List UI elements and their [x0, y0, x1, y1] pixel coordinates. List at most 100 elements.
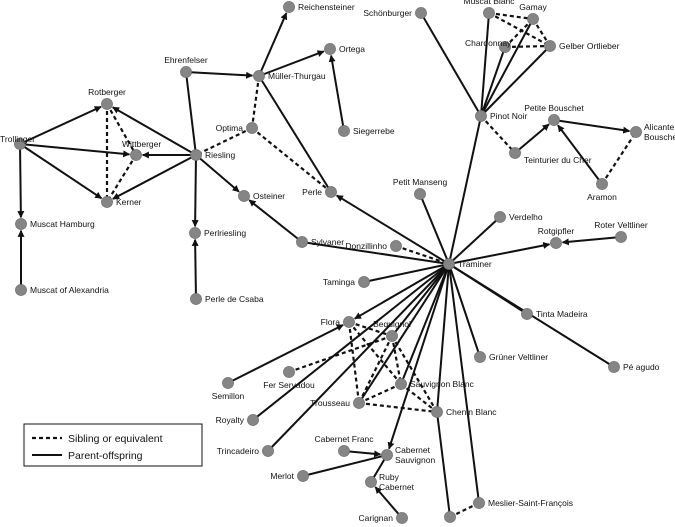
edge-bequignol-sauvignon-blanc	[390, 335, 403, 385]
edge-muscat-blanc-gelber-ortlieber	[488, 12, 551, 47]
edge-bequignol-trousseau	[358, 335, 393, 404]
node-marker	[296, 236, 308, 248]
edge-donzillinho-traminer	[395, 244, 450, 266]
node-label: Trousseau	[310, 398, 350, 408]
edge-colombard-chenin-blanc	[436, 411, 451, 518]
edge-traminer-trincadeiro	[267, 263, 450, 452]
node-carignan: Carignan	[359, 512, 408, 524]
edge-siegerrebe-ortega	[328, 54, 345, 132]
edge-schonburger-pinot-noir	[420, 12, 482, 117]
node-label: Sylvaner	[311, 237, 344, 247]
node-marker	[283, 1, 295, 13]
edge-riesling-ehrenfelser	[185, 71, 197, 156]
edge-riesling-osteiner	[195, 154, 240, 193]
node-marker	[431, 406, 443, 418]
edge-pinot-noir-gamay	[480, 18, 534, 117]
legend-box	[23, 423, 203, 467]
node-perle: Perle	[302, 186, 337, 198]
edge-optima-perle	[251, 127, 332, 193]
node-aramon: Aramon	[587, 178, 617, 202]
node-marker	[527, 13, 539, 25]
node-trincadeiro: Trincadeiro	[217, 445, 274, 457]
node-bequignol: Bequignol	[373, 319, 411, 342]
node-label: Pinot Noir	[490, 111, 527, 121]
edge-muller-thurgau-perle	[258, 75, 332, 193]
node-marker	[283, 366, 295, 378]
node-reichensteiner: Reichensteiner	[283, 1, 355, 13]
node-ehrenfelser: Ehrenfelser	[164, 55, 208, 78]
edge-chardonnay-gelber-ortlieber	[504, 44, 551, 49]
node-label: Semillon	[212, 391, 245, 401]
edge-muller-thurgau-optima	[250, 75, 261, 129]
node-marker	[358, 276, 370, 288]
node-marker	[325, 186, 337, 198]
node-label: Müller-Thurgau	[268, 71, 326, 81]
node-tinta-madeira: Tinta Madeira	[521, 308, 588, 320]
edge-traminer-taminga	[363, 263, 450, 283]
node-marker	[615, 231, 627, 243]
edge-trollinger-rotberger	[19, 105, 102, 145]
node-marker	[262, 445, 274, 457]
node-traminer: Traminer	[443, 258, 492, 270]
node-label: Verdelho	[509, 212, 543, 222]
edge-gamay-gelber-ortlieber	[532, 18, 551, 47]
edge-muscat-blanc-gamay	[488, 11, 534, 21]
node-marker	[101, 196, 113, 208]
edge-roter-veltliner-rotgipfler	[561, 236, 622, 246]
node-marker	[544, 40, 556, 52]
node-label: Perle	[302, 187, 322, 197]
node-marker	[474, 351, 486, 363]
node-marker	[390, 240, 402, 252]
edge-aramon-alicante-bouschet	[601, 131, 637, 185]
node-marker	[246, 122, 258, 134]
node-muscat-alexandria: Muscat of Alexandria	[15, 284, 109, 296]
node-chardonnay: Chardonnay	[465, 38, 512, 53]
node-petite-bouschet: Petite Bouschet	[524, 103, 584, 126]
edge-pinot-noir-teinturier	[480, 115, 516, 154]
node-marker	[386, 330, 398, 342]
node-pinot-noir: Pinot Noir	[475, 110, 527, 122]
edge-traminer-flora	[354, 263, 450, 320]
node-label: Gelber Ortlieber	[559, 41, 620, 51]
node-marker	[247, 414, 259, 426]
edge-traminer-sylvaner	[301, 241, 450, 265]
node-roter-veltliner: Roter Veltliner	[594, 220, 648, 243]
node-label: Riesling	[205, 150, 236, 160]
node-meslier: Meslier-Saint-François	[473, 497, 573, 509]
node-label: Roter Veltliner	[594, 220, 648, 230]
node-flora: Flora	[321, 316, 355, 328]
edge-aramon-petite-bouschet	[557, 124, 603, 185]
node-label: Traminer	[458, 259, 492, 269]
node-marker	[473, 497, 485, 509]
node-label: Ortega	[339, 44, 365, 54]
node-marker	[180, 66, 192, 78]
node-label: Chenin Blanc	[446, 407, 497, 417]
edge-merlot-cabernet-sauvignon	[302, 454, 388, 477]
node-label: Muscat Hamburg	[30, 219, 95, 229]
node-label: Taminga	[323, 277, 355, 287]
edge-teinturier-petite-bouschet	[514, 123, 550, 154]
edge-trousseau-chenin-blanc	[358, 401, 438, 414]
node-marker	[343, 316, 355, 328]
node-fer-servadou: Fer Servadou	[263, 366, 315, 390]
node-label: Petite Bouschet	[524, 103, 584, 113]
node-marker	[521, 308, 533, 320]
node-label: Grüner Veltliner	[489, 352, 548, 362]
edge-pinot-noir-chardonnay	[480, 46, 506, 117]
node-trousseau: Trousseau	[310, 397, 365, 409]
node-marker	[596, 178, 608, 190]
node-marker	[324, 43, 336, 55]
edge-semillon-flora	[227, 324, 344, 384]
node-marker	[608, 361, 620, 373]
node-label: Tinta Madeira	[536, 309, 588, 319]
node-marker	[190, 293, 202, 305]
edge-bequignol-chenin-blanc	[391, 335, 438, 413]
node-label: Sauvignon Blanc	[410, 379, 475, 389]
node-label: Schönburger	[363, 8, 412, 18]
node-label: Merlot	[270, 471, 294, 481]
edge-sylvaner-osteiner	[248, 199, 303, 243]
node-label: Muscat of Alexandria	[30, 285, 109, 295]
